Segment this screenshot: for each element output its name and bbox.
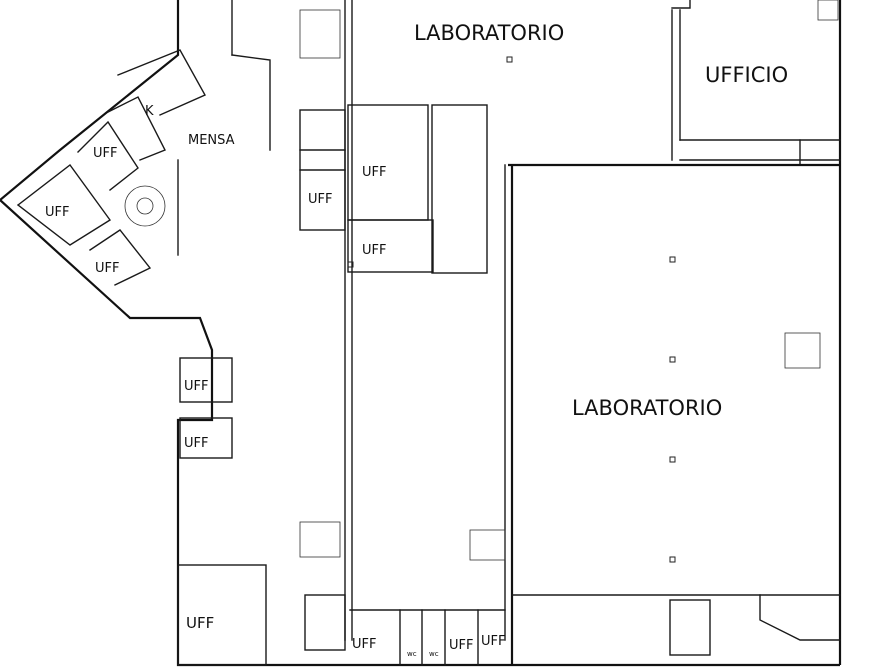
bottom-services: wc wc [299, 521, 711, 666]
label-uff-6: UFF [362, 243, 386, 258]
label-uff-8: UFF [184, 436, 208, 451]
left-wing-rooms [17, 49, 267, 666]
room-labels: LABORATORIO UFFICIO LABORATORIO MENSA K … [45, 21, 788, 653]
pillars [347, 56, 676, 563]
outer-walls [0, 0, 842, 667]
central-offices [299, 104, 488, 274]
label-uff-3: UFF [95, 261, 119, 276]
label-uff-10: UFF [352, 637, 376, 652]
label-uff-9: UFF [186, 614, 214, 632]
label-uff-7: UFF [184, 379, 208, 394]
svg-text:wc: wc [407, 650, 417, 658]
label-ufficio: UFFICIO [705, 63, 788, 87]
label-uff-11: UFF [449, 638, 473, 653]
label-uff-1: UFF [93, 146, 117, 161]
label-uff-4: UFF [362, 165, 386, 180]
label-uff-2: UFF [45, 205, 69, 220]
svg-text:wc: wc [429, 650, 439, 658]
label-laboratorio-main: LABORATORIO [572, 396, 722, 420]
top-lab-walls [299, 0, 841, 641]
label-mensa: MENSA [188, 133, 235, 148]
main-lab-walls [469, 163, 841, 665]
label-uff-5: UFF [308, 192, 332, 207]
label-uff-12: UFF [481, 634, 505, 649]
label-k: K [145, 104, 154, 119]
label-laboratorio-top: LABORATORIO [414, 21, 564, 45]
